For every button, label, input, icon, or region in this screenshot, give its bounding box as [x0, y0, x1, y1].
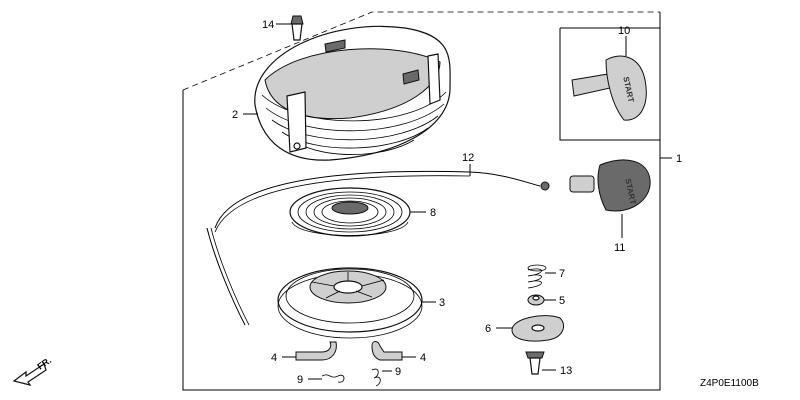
- callout-5: 5: [559, 295, 565, 307]
- assembly-frame: [182, 11, 661, 391]
- callout-4-left: 4: [271, 352, 277, 364]
- grip-inset-box: [559, 27, 660, 141]
- friction-plate: [511, 315, 564, 342]
- recoil-housing: [254, 25, 451, 161]
- callout-10: 10: [618, 25, 630, 37]
- grip-inset-handle: START: [571, 55, 647, 121]
- starter-reel: [277, 267, 423, 339]
- callout-labels: 1 2 3 4 4 5 6 7 8 9 9 10 11 12 13 14: [232, 19, 682, 386]
- callout-3: 3: [439, 297, 445, 309]
- callout-14: 14: [262, 19, 274, 31]
- callout-12: 12: [462, 152, 474, 164]
- callout-6: 6: [485, 323, 491, 335]
- ratchet-right: [371, 341, 403, 361]
- callout-11: 11: [614, 242, 625, 254]
- setting-bolt: [525, 351, 545, 375]
- ratchet-left: [295, 341, 337, 361]
- leader-lines: [243, 23, 672, 380]
- callout-13: 13: [560, 365, 572, 377]
- diagram-code: Z4P0E1100B: [700, 378, 759, 389]
- callout-7: 7: [559, 268, 565, 280]
- guide: [527, 294, 545, 306]
- ratchet-spring-left: [321, 374, 345, 383]
- callout-4-right: 4: [420, 352, 426, 364]
- callout-1: 1: [676, 153, 682, 165]
- callout-9-right: 9: [395, 366, 401, 378]
- flange-bolt: [290, 15, 304, 41]
- friction-spring: [527, 264, 547, 289]
- callout-2: 2: [232, 109, 238, 121]
- front-direction-marker: FR.: [12, 355, 53, 386]
- callout-8: 8: [430, 207, 436, 219]
- ratchet-spring-right: [371, 368, 381, 387]
- recoil-spring: [289, 187, 411, 237]
- starter-grip: START: [569, 159, 651, 212]
- starter-rope: [206, 170, 550, 326]
- callout-9-left: 9: [297, 374, 303, 386]
